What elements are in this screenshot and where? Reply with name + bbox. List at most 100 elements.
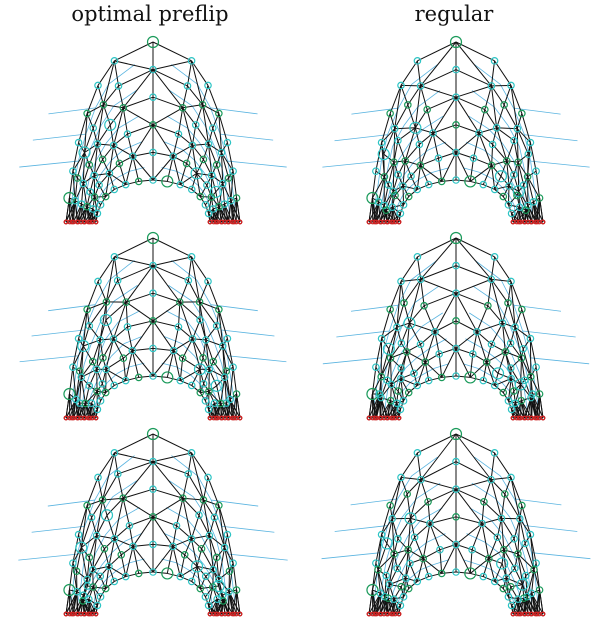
- mesh-edge: [190, 538, 198, 567]
- mesh-node: [435, 350, 443, 358]
- mesh-node: [452, 65, 460, 74]
- mesh-node: [203, 181, 211, 189]
- mesh-node: [404, 192, 413, 201]
- mesh-edge: [478, 109, 486, 134]
- mesh-edge: [93, 143, 98, 176]
- mesh-edge: [490, 279, 504, 324]
- dual-edge: [422, 312, 443, 327]
- mesh-node: [198, 100, 207, 109]
- mesh-edge: [196, 172, 212, 176]
- mesh-edge: [221, 142, 228, 153]
- mesh-node: [523, 172, 532, 181]
- mesh-edge: [400, 586, 405, 597]
- mesh-edge: [391, 378, 402, 385]
- mesh-edge: [78, 309, 88, 339]
- dual-edge: [105, 519, 119, 535]
- mesh-node: [396, 209, 405, 218]
- mesh-node: [497, 514, 506, 523]
- mesh-edge: [208, 143, 222, 153]
- mesh-edge: [212, 127, 222, 153]
- mesh-edge: [152, 301, 181, 322]
- mesh-node: [110, 449, 119, 457]
- mesh-node: [516, 514, 524, 523]
- mesh-edge: [441, 152, 457, 182]
- dual-edge: [416, 482, 441, 499]
- mesh-edge: [396, 302, 405, 328]
- mesh-edge: [494, 385, 504, 393]
- mesh-node: [377, 138, 386, 147]
- mesh-nodes: [366, 35, 546, 225]
- mesh-edge: [368, 589, 373, 615]
- mesh-edge: [152, 96, 183, 109]
- mesh-node: [79, 179, 88, 188]
- mesh-edge: [484, 85, 492, 110]
- mesh-edge: [522, 575, 527, 585]
- mesh-edge: [79, 402, 86, 419]
- mesh-edge: [491, 85, 505, 106]
- mesh-edge: [236, 589, 241, 615]
- mesh-edge: [383, 176, 389, 186]
- mesh-edge: [420, 461, 457, 481]
- mesh-edge: [84, 143, 98, 153]
- mesh-node: [510, 535, 518, 543]
- mesh-edge: [191, 256, 209, 282]
- mesh-node: [372, 363, 380, 371]
- mesh-node: [526, 334, 535, 343]
- dual-edge: [111, 343, 125, 357]
- mesh-edge: [132, 546, 154, 573]
- mesh-edge: [513, 538, 519, 554]
- dual-edge: [124, 336, 142, 345]
- mesh-edge: [494, 185, 510, 190]
- mesh-edge: [114, 433, 154, 454]
- mesh-edge: [199, 383, 205, 393]
- mesh-edge: [105, 385, 115, 393]
- mesh-node: [87, 399, 96, 407]
- dual-edge: [509, 517, 520, 539]
- mesh-node: [487, 340, 496, 349]
- mesh-edge: [413, 373, 418, 386]
- mesh-edge: [132, 124, 154, 157]
- mesh-edge: [152, 461, 184, 499]
- mesh-edge: [409, 322, 436, 333]
- mesh-node: [389, 187, 398, 196]
- mesh-node: [83, 305, 91, 314]
- mesh-edge: [439, 549, 443, 574]
- boundary-node: [93, 611, 99, 617]
- mesh-node: [527, 372, 535, 381]
- mesh-edge: [152, 292, 181, 303]
- mesh-edge: [207, 281, 220, 310]
- mesh-edge: [420, 237, 457, 280]
- mesh-node: [469, 154, 478, 163]
- mesh-node: [110, 185, 119, 194]
- mesh-edge: [502, 322, 516, 328]
- dual-edge: [474, 456, 501, 477]
- mesh-node: [149, 317, 157, 325]
- mesh-edge: [455, 85, 492, 98]
- mesh-edge: [120, 545, 134, 556]
- mesh-edge: [383, 153, 395, 163]
- mesh-node: [382, 206, 390, 214]
- mesh-panel-regular-1: [311, 32, 595, 232]
- mesh-edge: [172, 155, 187, 164]
- mesh-edge: [416, 60, 422, 86]
- mesh-node: [390, 550, 398, 558]
- dual-edge: [171, 64, 198, 85]
- mesh-node: [93, 209, 102, 218]
- mesh-edge: [399, 596, 405, 606]
- mesh-edge: [397, 538, 409, 551]
- mesh-node: [452, 289, 460, 297]
- mesh-edge: [396, 322, 410, 328]
- mesh-node: [452, 568, 460, 576]
- mesh-edge: [78, 338, 84, 347]
- mesh-node: [229, 363, 237, 371]
- mesh-node: [532, 167, 540, 175]
- mesh-edge: [94, 172, 110, 176]
- dual-edge: [83, 539, 91, 565]
- mesh-node: [424, 572, 433, 581]
- dual-edge: [210, 107, 258, 115]
- dual-edge: [95, 534, 106, 554]
- mesh-node: [176, 572, 185, 581]
- mesh-edge: [391, 207, 393, 223]
- dual-edge: [402, 382, 411, 392]
- dual-edge: [100, 300, 115, 323]
